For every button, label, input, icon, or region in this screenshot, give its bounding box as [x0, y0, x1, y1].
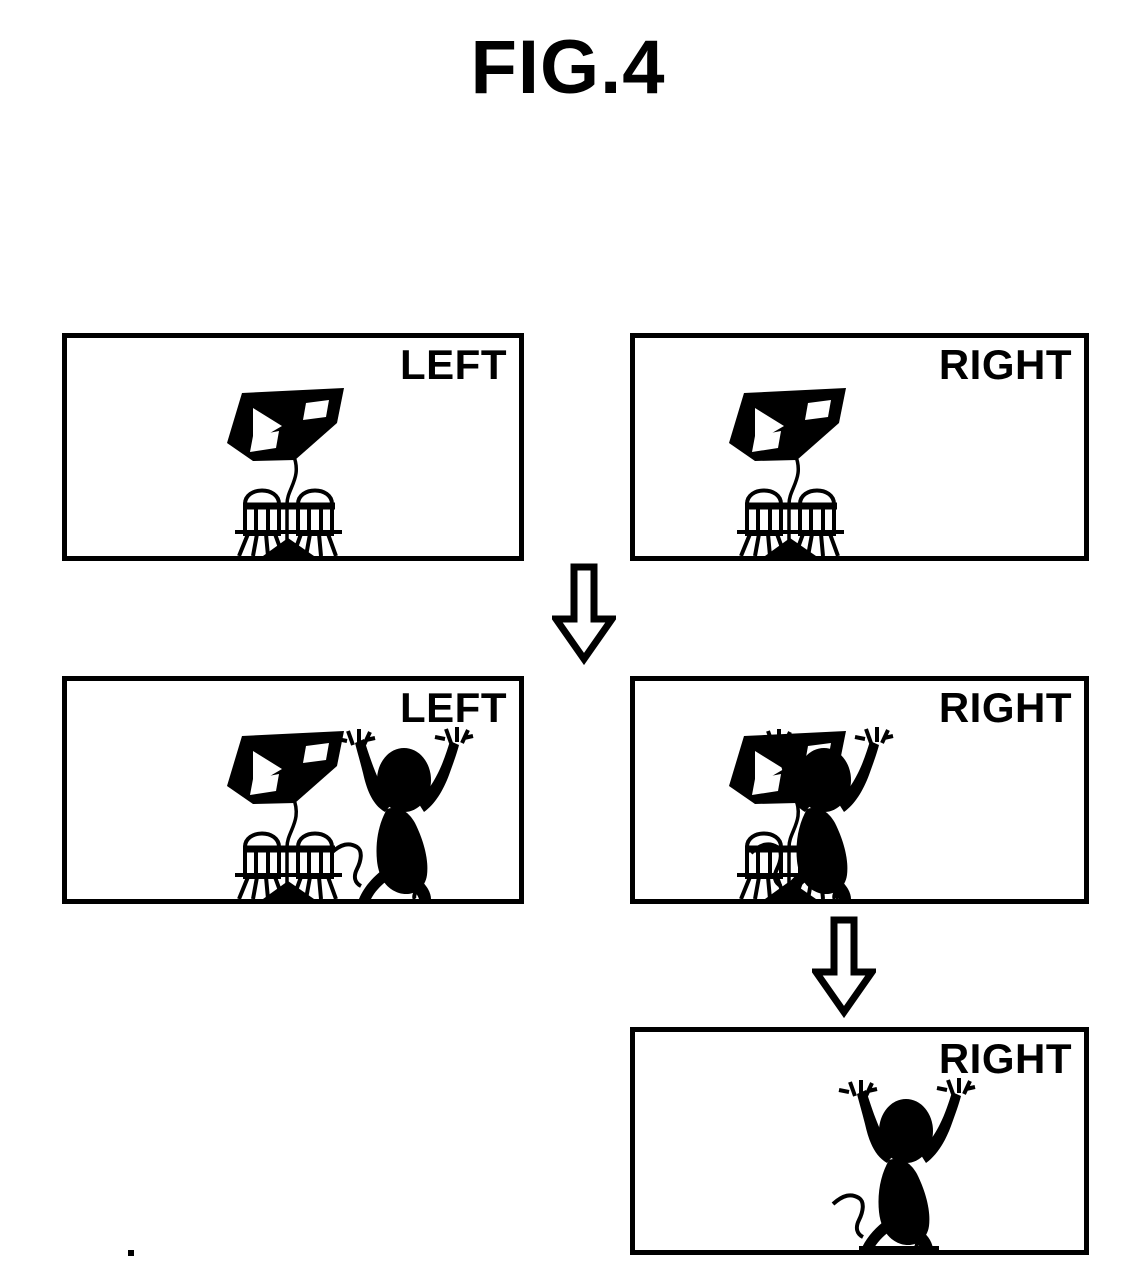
scene-group-row1-right	[729, 388, 846, 556]
bush-icon-left	[737, 488, 791, 556]
panel-row3-right: RIGHT	[630, 1027, 1089, 1255]
ground-shadow	[765, 538, 816, 556]
panel-label-row2-right: RIGHT	[938, 684, 1072, 731]
scan-artifact-dot	[128, 1250, 134, 1256]
bush-icon-left	[235, 831, 289, 899]
panel-row2-right-scene	[729, 727, 894, 899]
scene-group-row2-right	[729, 727, 894, 899]
ground-shadow	[263, 881, 314, 899]
panel-label-row1-right: RIGHT	[938, 341, 1072, 388]
running-person-icon	[831, 1078, 976, 1250]
kite-icon	[227, 388, 344, 461]
ground-shadow	[263, 538, 314, 556]
kite-icon	[227, 731, 344, 804]
running-person-icon	[749, 727, 894, 899]
panel-row1-right-scene	[729, 388, 846, 556]
person-hand-left	[336, 729, 376, 746]
running-person-icon	[329, 727, 474, 899]
panel-label-row3-right: RIGHT	[938, 1035, 1072, 1082]
panel-row1-left: LEFT	[62, 333, 524, 561]
person-hand-left	[838, 1080, 878, 1097]
person-hand-right	[936, 1078, 976, 1095]
panel-row1-right: RIGHT	[630, 333, 1089, 561]
kite-icon	[729, 388, 846, 461]
figure-title: FIG.4	[470, 25, 666, 110]
panel-row1-left-scene	[227, 388, 344, 556]
panel-label-row1-left: LEFT	[400, 341, 507, 388]
arrow-down-icon-1-glyph	[552, 563, 616, 665]
panel-row2-left-scene	[227, 727, 474, 899]
scene-group-row3-right	[831, 1078, 976, 1250]
person-hand-right	[434, 727, 474, 744]
panel-row2-right: RIGHT	[630, 676, 1089, 904]
arrow-down-icon-1	[552, 563, 616, 665]
arrow-down-icon-2-glyph	[812, 916, 876, 1018]
bush-icon-left	[737, 831, 791, 899]
panel-label-row2-left: LEFT	[400, 684, 507, 731]
person-hand-right	[854, 727, 894, 744]
arrow-down-icon-2	[812, 916, 876, 1018]
panel-row3-right-scene	[831, 1078, 976, 1250]
panel-row2-left: LEFT	[62, 676, 524, 904]
scene-group-row1-left	[227, 388, 344, 556]
scene-group-row2-left	[227, 727, 474, 899]
bush-icon-left	[235, 488, 289, 556]
person-hand-left	[756, 729, 796, 746]
